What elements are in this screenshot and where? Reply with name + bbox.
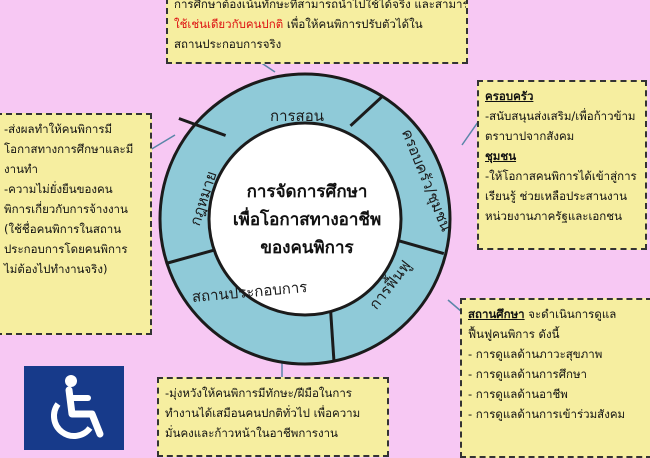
law-note-line: (ใช้ชื่อคนพิการในสถาน [4, 222, 122, 236]
community-heading: ชุมชน [485, 149, 517, 163]
law-note-line: พิการเกี่ยวกับการจ้างงาน [4, 202, 128, 216]
teaching-note-line-1: การศึกษาต้องเน้นทักษะที่สามารถนำไปใช้ได้… [174, 0, 466, 11]
workplace-note-box: -มุ่งหวังให้คนพิการมีทักษะ/ฝีมือในการ ทำ… [157, 377, 389, 457]
connector-right [461, 121, 479, 146]
teaching-note-line-3: สถานประกอบการจริง [174, 37, 282, 51]
workplace-note-line: -มุ่งหวังให้คนพิการมีทักษะ/ฝีมือในการ [165, 386, 352, 400]
community-note-line: หน่วยงานภาครัฐและเอกชน [485, 209, 622, 223]
center-title-line-3: ของคนพิการ [260, 238, 354, 258]
family-heading: ครอบครัว [485, 89, 534, 103]
wheelchair-icon [24, 366, 124, 450]
center-title-line-1: การจัดการศึกษา [247, 182, 368, 202]
school-care-item: - การดูแลด้านการศึกษา [468, 367, 588, 381]
segment-label-teaching: การสอน [270, 107, 324, 125]
school-care-item: - การดูแลด้านภาวะสุขภาพ [468, 347, 603, 361]
law-note-line: โอกาสทางการศึกษาและมี [4, 142, 134, 156]
school-intro-line-2: ฟื้นฟูคนพิการ ดังนี้ [468, 327, 560, 341]
connector-left [149, 134, 176, 151]
law-note-box: -ส่งผลทำให้คนพิการมี โอกาสทางการศึกษาและ… [0, 113, 152, 335]
school-intro-rest: จะดำเนินการดูแล [524, 307, 617, 321]
teaching-note-line-2-rest: เพื่อให้คนพิการปรับตัวได้ใน [283, 17, 423, 31]
center-circle [207, 121, 403, 317]
school-heading: สถานศึกษา [468, 307, 525, 321]
teaching-note-box: การศึกษาต้องเน้นทักษะที่สามารถนำไปใช้ได้… [166, 0, 468, 64]
law-note-line: -ส่งผลทำให้คนพิการมี [4, 122, 113, 136]
school-note-intro: สถานศึกษา จะดำเนินการดูแล [468, 304, 644, 324]
law-note-line: ประกอบการโดยคนพิการ [4, 242, 128, 256]
community-note-line: เรียนรู้ ช่วยเหลือประสานงาน [485, 189, 627, 203]
center-title-line-2: เพื่อโอกาสทางอาชีพ [233, 207, 381, 230]
law-note-line: -ความไม่ยั่งยืนของคน [4, 182, 113, 196]
family-note-line: -สนับสนุนส่งเสริม/เพื่อก้าวข้าม [485, 109, 636, 123]
family-community-note-box: ครอบครัว -สนับสนุนส่งเสริม/เพื่อก้าวข้าม… [477, 80, 647, 250]
school-note-box: สถานศึกษา จะดำเนินการดูแล ฟื้นฟูคนพิการ … [460, 298, 650, 458]
workplace-note-line: ทำงานได้เสมือนคนปกติทั่วไป เพื่อความ [165, 406, 361, 420]
school-care-item: - การดูแลด้านอาชีพ [468, 387, 568, 401]
community-note-line: -ให้โอกาสคนพิการได้เข้าสู่การ [485, 169, 637, 183]
law-note-line: ไม่ต้องไปทำงานจริง) [4, 262, 108, 276]
school-care-item: - การดูแลด้านการเข้าร่วมสังคม [468, 407, 626, 421]
connector-bottom-right [447, 299, 463, 313]
family-note-line: ตราบาปจากสังคม [485, 129, 575, 143]
teaching-note-highlight: ใช้เช่นเดียวกับคนปกติ [174, 17, 284, 31]
law-note-line: งานทำ [4, 162, 38, 176]
teaching-note-line-2: ใช้เช่นเดียวกับคนปกติ เพื่อให้คนพิการปรั… [174, 14, 460, 34]
workplace-note-line: มั่นคงและก้าวหน้าในอาชีพการงาน [165, 426, 338, 440]
